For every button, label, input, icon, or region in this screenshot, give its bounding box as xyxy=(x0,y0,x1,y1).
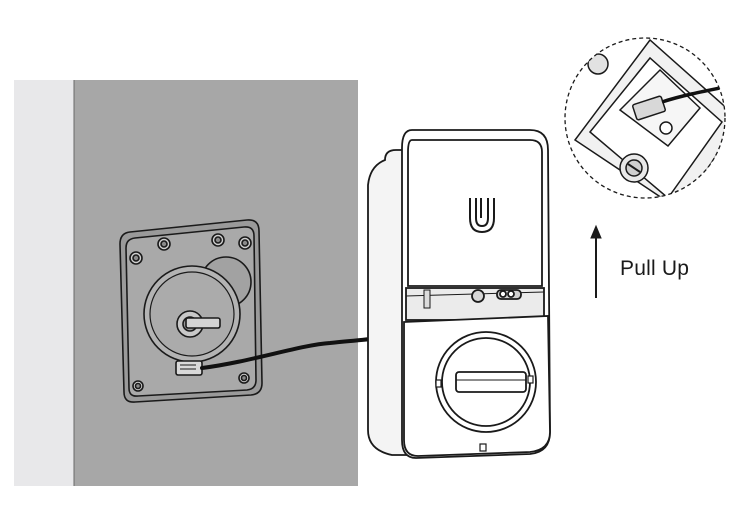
pull-up-label: Pull Up xyxy=(620,257,690,280)
cable-connector xyxy=(175,360,203,376)
thumbturn xyxy=(455,371,527,393)
detail-callout xyxy=(564,37,726,199)
cable xyxy=(200,336,382,370)
up-arrow-icon xyxy=(590,224,602,298)
lock-unit xyxy=(367,129,551,459)
mounting-plate xyxy=(119,219,263,403)
door-edge xyxy=(14,80,74,486)
u-logo-icon xyxy=(469,198,495,234)
